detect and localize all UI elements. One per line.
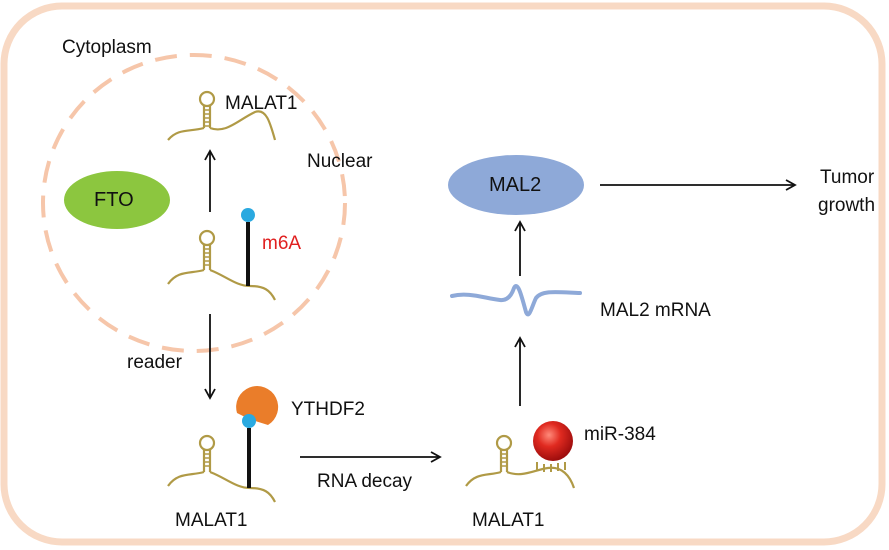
malat1-rna-top: [167, 90, 277, 141]
malat1-rna-mir384: [465, 421, 576, 489]
malat1-rna-ythdf2: [167, 386, 279, 503]
m6a-dot: [242, 414, 256, 428]
malat1-bottom-right-label: MALAT1: [472, 510, 545, 531]
nuclear-label: Nuclear: [307, 151, 373, 172]
m6a-dot: [241, 208, 255, 222]
cytoplasm-label: Cytoplasm: [62, 37, 152, 58]
malat1-top-label: MALAT1: [225, 93, 298, 114]
nucleus-boundary: [41, 53, 347, 353]
m6a-label: m6A: [262, 233, 302, 254]
fto-label: FTO: [94, 189, 134, 211]
mal2-label: MAL2: [489, 174, 542, 196]
fto-ellipse: [64, 171, 170, 229]
mal2-ellipse: [448, 155, 584, 215]
malat1-rna-m6a: [167, 208, 276, 301]
mal2-mrna-wave: [450, 284, 582, 317]
malat1-bottom-left-label: MALAT1: [175, 510, 248, 531]
tumor-growth-label-line2: growth: [818, 195, 876, 216]
rna-decay-label: RNA decay: [317, 471, 413, 492]
reader-label: reader: [127, 352, 182, 373]
mal2-mrna-label: MAL2 mRNA: [600, 300, 711, 321]
mir384-label: miR-384: [584, 424, 656, 445]
tumor-growth-label-line1: Tumor: [820, 167, 875, 188]
ythdf2-label: YTHDF2: [291, 399, 365, 420]
mir384-ball: [533, 421, 573, 461]
